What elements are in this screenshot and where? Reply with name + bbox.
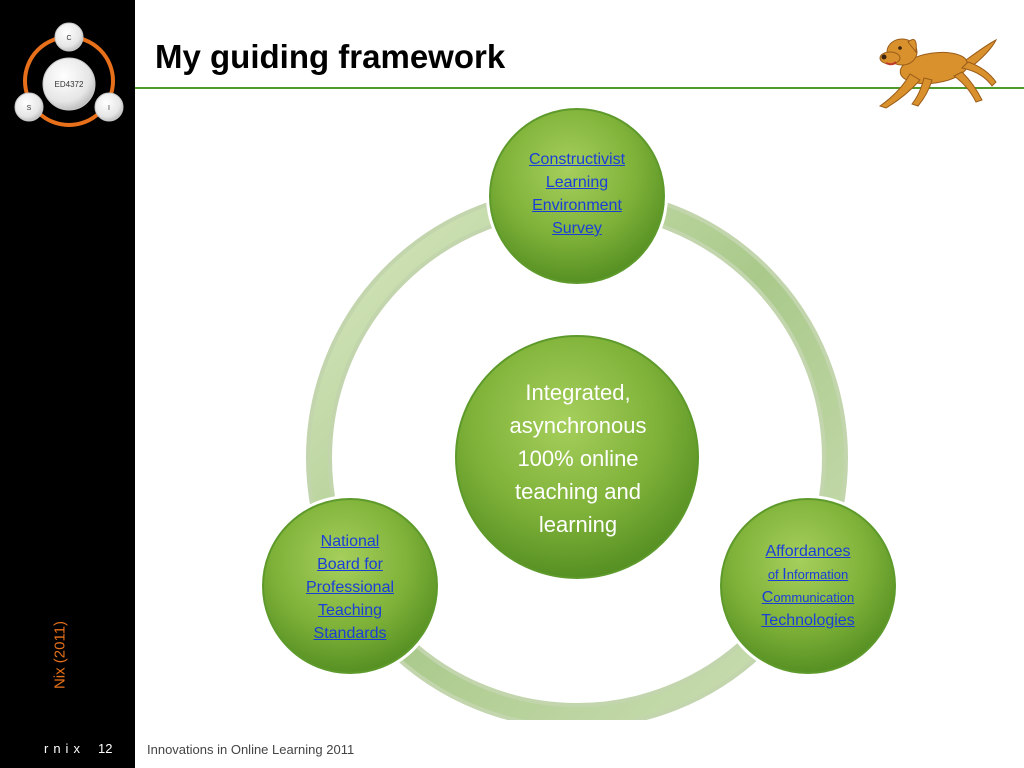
right-node-circle	[720, 498, 896, 674]
constructivist-survey-link[interactable]: Constructivist Learning Environment Surv…	[502, 148, 652, 240]
center-circle	[455, 335, 699, 579]
logo-top-text: C	[66, 35, 71, 42]
logo-left-node	[14, 92, 44, 122]
center-line: teaching and	[515, 479, 641, 504]
center-label: Integrated, asynchronous 100% online tea…	[458, 376, 698, 541]
top-node-circle	[489, 108, 665, 284]
link-line: National	[320, 533, 380, 550]
link-line: Board for	[317, 556, 383, 573]
sidebar: ED4372 C S I Nix (2011) rnix 12	[0, 0, 135, 768]
center-line: learning	[538, 512, 618, 537]
ed4372-logo: ED4372 C S I	[14, 22, 124, 127]
logo-right-text: I	[108, 105, 110, 112]
link-initial: I	[782, 566, 787, 583]
logo-left-text: S	[27, 105, 32, 112]
link-line: Affordances	[765, 543, 851, 560]
affordances-ict-link[interactable]: Affordances of Information Communication…	[733, 540, 883, 632]
link-line: Environment	[532, 197, 622, 214]
title-divider	[135, 87, 1024, 89]
link-line: Technologies	[761, 612, 855, 629]
link-line: Professional	[305, 579, 395, 596]
logo-right-node	[94, 92, 124, 122]
link-line: of Information	[733, 563, 883, 586]
framework-diagram	[259, 105, 899, 720]
slide-title: My guiding framework	[155, 38, 506, 75]
link-small-text: of	[767, 567, 783, 582]
center-line: asynchronous	[509, 413, 647, 438]
footer-author: rnix	[44, 741, 85, 756]
link-line: Constructivist	[528, 151, 626, 168]
footer-text: Innovations in Online Learning 2011	[147, 742, 355, 757]
link-small-text: ommunication	[773, 590, 855, 605]
logo-center-text: ED4372	[55, 80, 84, 89]
vertical-credit: Nix (2011)	[51, 620, 69, 690]
link-small-text: nformation	[786, 567, 849, 582]
link-initial: C	[761, 589, 774, 606]
logo-center-node	[42, 57, 96, 111]
link-line: Learning	[545, 174, 609, 191]
center-line: 100% online	[517, 446, 639, 471]
logo-top-node	[54, 22, 84, 52]
nbpts-link[interactable]: National Board for Professional Teaching…	[275, 530, 425, 645]
link-line: Communication	[733, 586, 883, 609]
page-number: 12	[98, 741, 113, 756]
dog-illustration	[878, 38, 998, 109]
link-line: Standards	[313, 625, 387, 642]
link-line: Survey	[552, 220, 602, 237]
left-node-circle	[262, 498, 438, 674]
link-line: Teaching	[317, 602, 383, 619]
center-line: Integrated,	[525, 380, 631, 405]
